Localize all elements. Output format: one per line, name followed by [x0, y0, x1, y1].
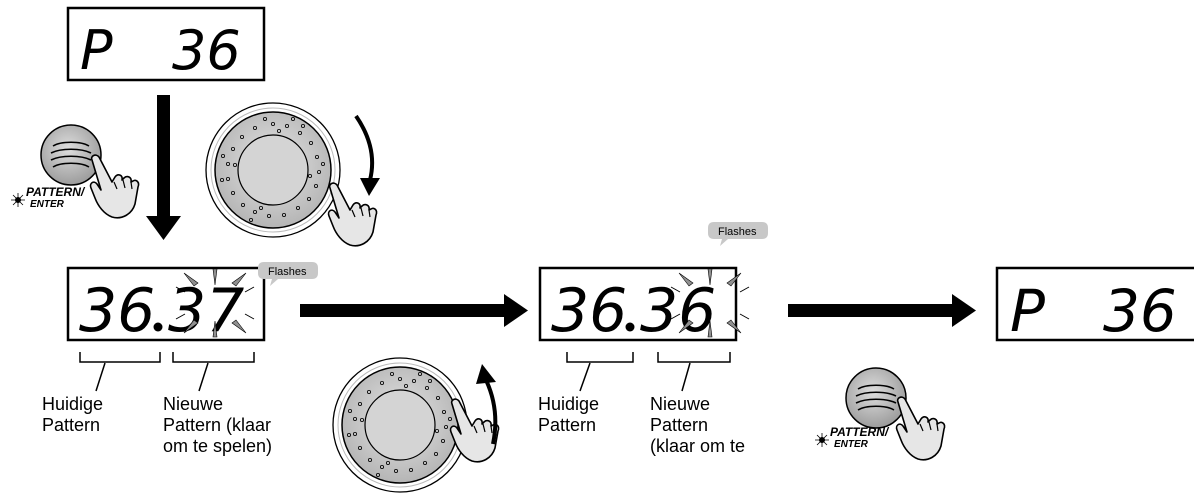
- display-step1: 36 37: [66, 266, 266, 346]
- top-display: P 36: [66, 6, 266, 82]
- button-label-line2: ENTER: [30, 199, 65, 210]
- button-label-line1: PATTERN/: [830, 425, 890, 439]
- caption-line: om te spelen): [163, 436, 272, 456]
- flash-label-step1: Flashes: [258, 262, 318, 286]
- caption-line: Nieuwe: [163, 394, 223, 414]
- rotate-arrow-icon: [354, 114, 380, 196]
- pointing-hand-icon: [895, 396, 946, 461]
- caption-current-pattern-2: Huidige Pattern: [538, 394, 599, 435]
- caption-new-pattern-1: Nieuwe Pattern (klaar om te spelen): [163, 394, 272, 456]
- caption-line: Pattern: [650, 415, 708, 435]
- step2-current-digits: 36: [551, 276, 627, 346]
- right-arrow-icon: [788, 294, 976, 327]
- step2-new-digits: 36: [640, 276, 716, 346]
- led-star-icon: [11, 193, 25, 207]
- jog-dial-icon[interactable]: [332, 357, 468, 493]
- caption-line: (klaar om te: [650, 436, 745, 456]
- right-arrow-icon: [300, 294, 528, 327]
- flash-label-step2: Flashes: [708, 222, 768, 246]
- down-arrow-icon: [146, 95, 181, 240]
- jog-dial-icon[interactable]: [205, 102, 341, 238]
- final-display-left: P: [1010, 277, 1045, 345]
- pattern-enter-button-icon[interactable]: [40, 124, 102, 186]
- flash-label-text: Flashes: [268, 266, 307, 278]
- caption-line: Pattern: [538, 415, 596, 435]
- caption-line: Huidige: [42, 394, 103, 414]
- rotate-arrow-icon: [476, 364, 498, 445]
- button-label-line2: ENTER: [834, 439, 869, 450]
- flash-label-text: Flashes: [718, 226, 757, 238]
- display-step2: 36 36: [538, 266, 738, 346]
- caption-new-pattern-2: Nieuwe Pattern (klaar om te: [650, 394, 745, 456]
- pointing-hand-icon: [89, 154, 140, 219]
- led-star-icon: [815, 433, 829, 447]
- top-display-left: P: [80, 19, 113, 82]
- button-label-line1: PATTERN/: [26, 185, 86, 199]
- button-label-left: PATTERN/ ENTER: [26, 185, 86, 210]
- step1-current-digits: 36: [79, 276, 155, 346]
- final-display: P 36: [995, 266, 1194, 345]
- caption-line: Pattern: [42, 415, 100, 435]
- top-display-right: 36: [172, 19, 241, 82]
- final-display-right: 36: [1103, 277, 1177, 345]
- caption-line: Pattern (klaar: [163, 415, 271, 435]
- caption-line: Nieuwe: [650, 394, 710, 414]
- pattern-enter-button-icon[interactable]: [845, 367, 907, 429]
- caption-current-pattern-1: Huidige Pattern: [42, 394, 103, 435]
- caption-line: Huidige: [538, 394, 599, 414]
- button-label-right: PATTERN/ ENTER: [830, 425, 890, 450]
- step1-new-digits: 37: [168, 276, 244, 346]
